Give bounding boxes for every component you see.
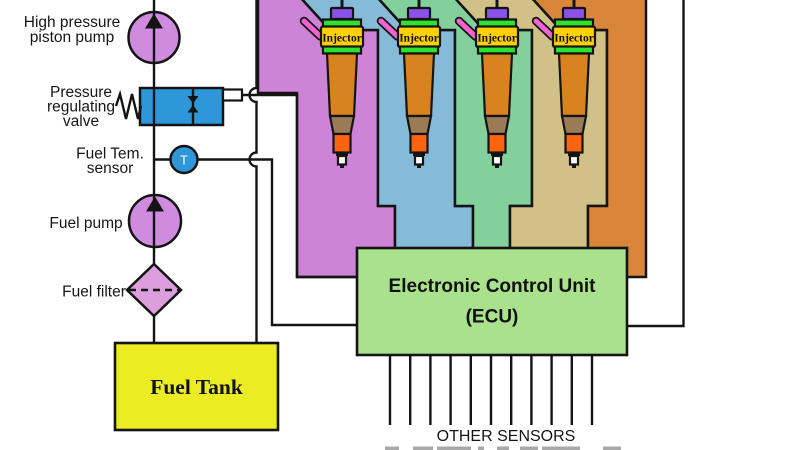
injector-cap [406, 6, 432, 21]
sensor-circle [169, 144, 199, 175]
injector-tip [487, 132, 507, 154]
ecu-title: Electronic Control Unit [389, 276, 597, 297]
injector-nozzle-tip [572, 164, 576, 168]
injector-cap [484, 6, 510, 21]
injector-nozzle [568, 154, 580, 166]
injector-label: Injector [322, 33, 362, 45]
hp-pump-label-line2: piston pump [30, 29, 114, 46]
ecu-subtitle: (ECU) [466, 307, 519, 328]
fuel-return-line [248, 0, 258, 343]
high-pressure-pipe [456, 18, 478, 39]
injector-cap [561, 6, 587, 21]
injector-nozzle [491, 154, 503, 166]
fuel-temperature-sensor: T [169, 144, 199, 175]
fuel-filter [125, 262, 183, 318]
injector-label: Injector [477, 33, 517, 45]
pump-flow-triangle-icon [145, 13, 163, 29]
valve-label-line2: regulating [47, 99, 115, 116]
valve-label-line1: Pressure [50, 84, 112, 101]
other-sensors-label: OTHER SENSORS [437, 428, 576, 445]
high-pressure-pipe [378, 18, 400, 39]
high-pressure-pipe [301, 18, 323, 39]
valve-body [138, 86, 225, 127]
injector-nozzle-bar [336, 152, 348, 156]
ecu-sensor-pins [388, 355, 594, 425]
fuel-pump-label: Fuel pump [49, 215, 122, 232]
injector-lower-body [328, 114, 356, 136]
injector-label: Injector [399, 33, 439, 45]
pump-flow-triangle-icon [146, 196, 164, 212]
injector-label: Injector [554, 33, 594, 45]
sensor-ecu-wire [154, 158, 357, 327]
valve-arrow-up-icon [187, 105, 199, 113]
ecu-box [355, 246, 629, 357]
injector-4: Injector [531, 0, 597, 168]
fuel-filter-label: Fuel filter [62, 284, 126, 301]
temp-sensor-label-line2: sensor [87, 160, 134, 177]
injector-drive-wire [627, 0, 685, 328]
fuel-tank-label: Fuel Tank [150, 375, 243, 399]
temp-sensor-label-line1: Fuel Tem. [76, 146, 144, 163]
injector-body [325, 52, 359, 118]
injector-nozzle-bar [568, 152, 580, 156]
injector-nozzle-tip [417, 164, 421, 168]
injector-tip [564, 132, 584, 154]
hp-pump-label-line1: High pressure [24, 14, 121, 31]
injector-body [480, 52, 514, 118]
injector-lower-body [483, 114, 511, 136]
injector-body [402, 52, 436, 118]
pressure-regulating-valve [114, 86, 244, 127]
valve-arrow-down-icon [187, 96, 199, 104]
injector-2: Injector [376, 0, 442, 168]
injector-lower-body [560, 114, 588, 136]
injector-body [557, 52, 591, 118]
valve-spring-icon [114, 89, 143, 120]
injector-tip [409, 132, 429, 154]
sensor-symbol: T [180, 153, 188, 168]
injector-nozzle-tip [495, 164, 499, 168]
high-pressure-pipe [533, 18, 555, 39]
injector-1: Injector [299, 0, 365, 168]
injector-nozzle [336, 154, 348, 166]
valve-outlet-port [221, 88, 244, 102]
injector-lower-body [405, 114, 433, 136]
injector-cap [329, 6, 355, 21]
injector-nozzle-bar [491, 152, 503, 156]
injector-nozzle-bar [413, 152, 425, 156]
injector-nozzle-tip [340, 164, 344, 168]
valve-ecu-wire [242, 93, 357, 279]
cropped-bottom-text-fragments [385, 446, 621, 450]
injector-nozzle [413, 154, 425, 166]
valve-label-line3: valve [63, 113, 99, 130]
injector-tip [332, 132, 352, 154]
fuel-tank [113, 341, 280, 432]
injector-3: Injector [454, 0, 520, 168]
